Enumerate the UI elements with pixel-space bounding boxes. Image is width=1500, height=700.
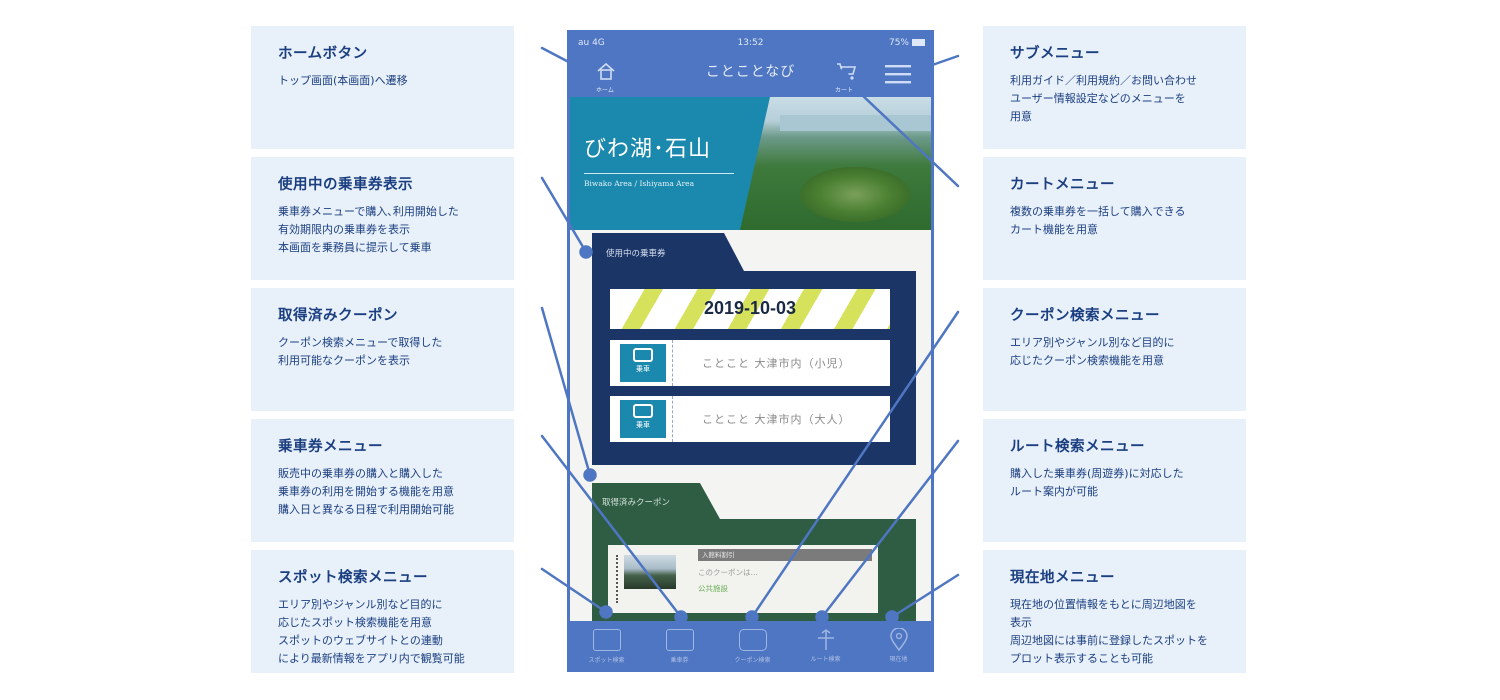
annotation-title: カートメニュー — [1010, 177, 1115, 193]
tab-label: スポット検索 — [588, 657, 625, 664]
annotation-description: 販売中の乗車券の購入と購入した 乗車券の利用を開始する機能を用意 購入日と異なる… — [278, 467, 454, 516]
tab-coupon-search[interactable]: クーポン検索 — [716, 621, 789, 669]
annotation-description: 利用ガイド／利用規約／お問い合わせ ユーザー情報設定などのメニューを 用意 — [1010, 74, 1197, 123]
annotation-title: 現在地メニュー — [1010, 570, 1115, 586]
annotation-title: 取得済みクーポン — [278, 308, 398, 324]
garden-shape — [800, 167, 910, 222]
annotation-ticket-menu: 乗車券メニュー 販売中の乗車券の購入と購入した 乗車券の利用を開始する機能を用意… — [251, 419, 514, 542]
annotation-description: 購入した乗車券(周遊券)に対応した ルート案内が可能 — [1010, 467, 1184, 498]
phone-screen: au 4G 13:52 75% ホーム ことことなび カート — [567, 30, 934, 672]
tab-label: ルート検索 — [810, 656, 841, 663]
hero-title: びわ湖･石山 — [584, 137, 712, 162]
ticket-icon-label: 乗車 — [636, 365, 650, 373]
annotation-description: 複数の乗車券を一括して購入できる カート機能を用意 — [1010, 205, 1186, 236]
annotation-current-location-menu: 現在地メニュー 現在地の位置情報をもとに周辺地図を 表示 周辺地図には事前に登録… — [983, 550, 1246, 673]
carrier-signal: au 4G — [578, 38, 605, 48]
tab-route-search[interactable]: ルート検索 — [789, 621, 862, 669]
annotation-sub-menu: サブメニュー 利用ガイド／利用規約／お問い合わせ ユーザー情報設定などのメニュー… — [983, 26, 1246, 149]
home-caption: ホーム — [596, 87, 614, 94]
status-bar: au 4G 13:52 75% — [570, 33, 931, 53]
annotation-title: クーポン検索メニュー — [1010, 308, 1160, 324]
coupon-icon — [738, 629, 767, 651]
annotation-active-tickets: 使用中の乗車券表示 乗車券メニューで購入､利用開始した 有効期限内の乗車券を表示… — [251, 157, 514, 280]
cart-button[interactable]: カート — [826, 58, 866, 98]
tab-current-location[interactable]: 現在地 — [862, 621, 931, 669]
coupon-card[interactable]: 入館料割引 このクーポンは… 公共施設 — [608, 545, 878, 613]
location-pin-icon — [889, 628, 908, 652]
ticket-separator — [672, 396, 673, 442]
annotation-title: サブメニュー — [1010, 46, 1100, 62]
annotation-title: スポット検索メニュー — [278, 570, 428, 586]
route-icon — [817, 629, 834, 650]
ticket-date-bar: 2019-10-03 — [610, 289, 890, 329]
coupon-badge: 公共施設 — [698, 584, 728, 593]
tab-label: 現在地 — [889, 656, 908, 663]
annotation-description: クーポン検索メニューで取得した 利用可能なクーポンを表示 — [278, 336, 443, 367]
annotation-home-button: ホームボタン トップ画面(本画面)へ遷移 — [251, 26, 514, 149]
coupon-header: 入館料割引 — [698, 549, 872, 561]
spot-search-icon — [592, 629, 621, 651]
nav-bar: ホーム ことことなび カート — [570, 53, 931, 97]
hero-photo — [740, 97, 931, 230]
annotation-spot-search-menu: スポット検索メニュー エリア別やジャンル別など目的に 応じたスポット検索機能を用… — [251, 550, 514, 673]
annotation-description: エリア別やジャンル別など目的に 応じたクーポン検索機能を用意 — [1010, 336, 1175, 367]
hamburger-menu-icon — [885, 65, 911, 84]
lake-shape — [780, 115, 931, 131]
coupon-thumbnail — [624, 555, 676, 589]
tab-label: 乗車券 — [670, 657, 689, 664]
ticket-label: ことこと 大津市内（小児） — [702, 357, 851, 370]
annotation-title: ルート検索メニュー — [1010, 439, 1145, 455]
tab-tickets[interactable]: 乗車券 — [643, 621, 716, 669]
hero-subtitle: Biwako Area / Ishiyama Area — [584, 179, 695, 188]
annotation-description: エリア別やジャンル別など目的に 応じたスポット検索機能を用意 スポットのウェブサ… — [278, 598, 465, 665]
cart-caption: カート — [835, 87, 854, 94]
tab-label: クーポン検索 — [734, 657, 771, 664]
coupon-perforation — [616, 555, 618, 603]
home-icon — [597, 62, 615, 80]
area-hero-banner: びわ湖･石山 Biwako Area / Ishiyama Area — [570, 97, 931, 230]
status-time: 13:52 — [737, 38, 764, 48]
tab-spot-search[interactable]: スポット検索 — [570, 621, 643, 669]
annotation-cart-menu: カートメニュー 複数の乗車券を一括して購入できる カート機能を用意 — [983, 157, 1246, 280]
annotation-route-search-menu: ルート検索メニュー 購入した乗車券(周遊券)に対応した ルート案内が可能 — [983, 419, 1246, 542]
acquired-coupons-panel: 取得済みクーポン 入館料割引 このクーポンは… 公共施設 — [592, 483, 916, 643]
home-button[interactable]: ホーム — [586, 58, 636, 98]
cart-icon — [837, 63, 857, 80]
ticket-item[interactable]: 乗車 ことこと 大津市内（小児） — [610, 340, 890, 386]
ticket-label: ことこと 大津市内（大人） — [702, 413, 851, 426]
battery-icon — [912, 39, 925, 46]
tickets-panel-label: 使用中の乗車券 — [606, 249, 666, 259]
ticket-icon-label: 乗車 — [636, 421, 650, 429]
bottom-tab-bar: スポット検索 乗車券 クーポン検索 ルート検索 現在地 — [570, 621, 931, 669]
sub-menu-button[interactable] — [884, 62, 914, 92]
annotation-title: ホームボタン — [278, 46, 368, 62]
hero-divider — [584, 173, 734, 174]
battery-level: 75% — [888, 38, 909, 48]
annotation-acquired-coupons: 取得済みクーポン クーポン検索メニューで取得した 利用可能なクーポンを表示 — [251, 288, 514, 411]
coupon-panel-label: 取得済みクーポン — [602, 498, 671, 508]
ticket-separator — [672, 340, 673, 386]
annotation-description: 乗車券メニューで購入､利用開始した 有効期限内の乗車券を表示 本画面を乗務員に提… — [278, 205, 459, 254]
ticket-icon — [665, 629, 694, 651]
app-title: ことことなび — [705, 64, 796, 80]
ticket-icon: 乗車 — [620, 344, 666, 382]
annotation-description: 現在地の位置情報をもとに周辺地図を 表示 周辺地図には事前に登録したスポットを … — [1010, 598, 1208, 665]
ticket-icon: 乗車 — [620, 400, 666, 438]
annotation-title: 乗車券メニュー — [278, 439, 383, 455]
ticket-date: 2019-10-03 — [703, 298, 797, 318]
ticket-item[interactable]: 乗車 ことこと 大津市内（大人） — [610, 396, 890, 442]
annotation-title: 使用中の乗車券表示 — [278, 177, 413, 193]
annotation-coupon-search-menu: クーポン検索メニュー エリア別やジャンル別など目的に 応じたクーポン検索機能を用… — [983, 288, 1246, 411]
annotation-description: トップ画面(本画面)へ遷移 — [278, 74, 408, 87]
coupon-text: このクーポンは… — [698, 568, 758, 577]
active-tickets-panel: 使用中の乗車券 2019-10-03 乗車 ことこと 大津市内（小児） 乗車 こ… — [592, 233, 916, 465]
